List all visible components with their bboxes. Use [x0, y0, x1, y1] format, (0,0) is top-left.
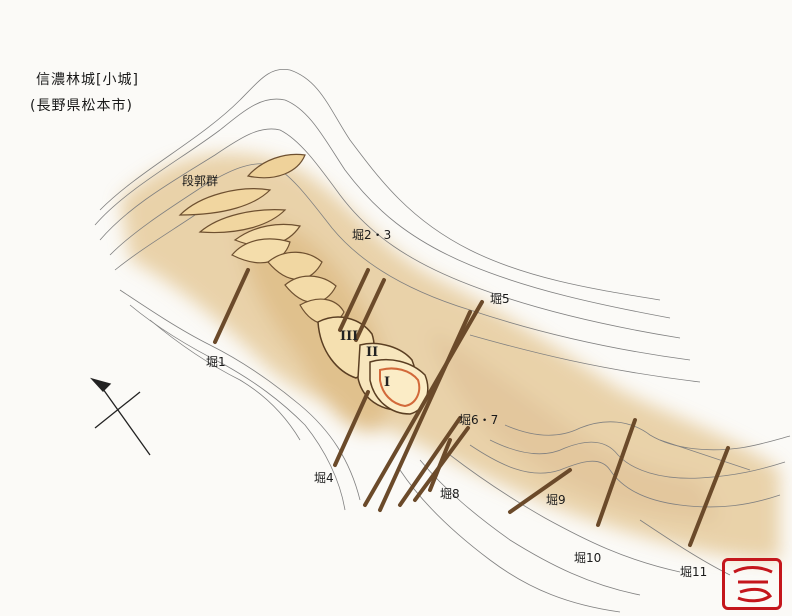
artist-seal-icon	[733, 566, 773, 603]
ditch-2-mark	[338, 268, 370, 332]
artist-seal-frame	[722, 558, 782, 610]
ditch-4-label: 堀4	[314, 471, 334, 485]
north-arrow-icon	[89, 377, 151, 456]
ditch-8-mark	[428, 438, 452, 492]
ditch-11-label: 堀11	[680, 565, 708, 579]
terrace-group	[178, 153, 345, 325]
ditch-6-mark	[398, 416, 462, 507]
ditch-11-mark	[688, 446, 730, 547]
contour-lines	[94, 68, 791, 613]
ditch-10-mark	[596, 418, 637, 527]
ditch-5b-mark	[378, 310, 472, 512]
map-location: (長野県松本市)	[30, 98, 133, 114]
ditch-3-mark	[354, 278, 386, 342]
ditch-9-mark	[508, 468, 572, 514]
ditch-5-label: 堀5	[490, 292, 510, 306]
ditch-2-3-label: 堀2・3	[352, 228, 392, 242]
ditch-1-label: 堀1	[206, 355, 226, 369]
ditch-8-label: 堀8	[440, 487, 460, 501]
ditch-1-mark	[213, 268, 250, 344]
enclosure-iii-label: III	[340, 329, 359, 344]
ditches	[213, 268, 730, 547]
enclosure-i-label: I	[384, 375, 391, 390]
ditch-6-7-label: 堀6・7	[459, 413, 499, 427]
enclosure-ii-label: II	[366, 345, 379, 360]
terraces-label: 段郭群	[182, 174, 219, 188]
map-title: 信濃林城[小城]	[36, 72, 139, 88]
ditch-9-label: 堀9	[546, 493, 566, 507]
ditch-5-mark	[363, 300, 484, 507]
ditch-4-mark	[333, 390, 370, 467]
ditch-10-label: 堀10	[574, 551, 602, 565]
